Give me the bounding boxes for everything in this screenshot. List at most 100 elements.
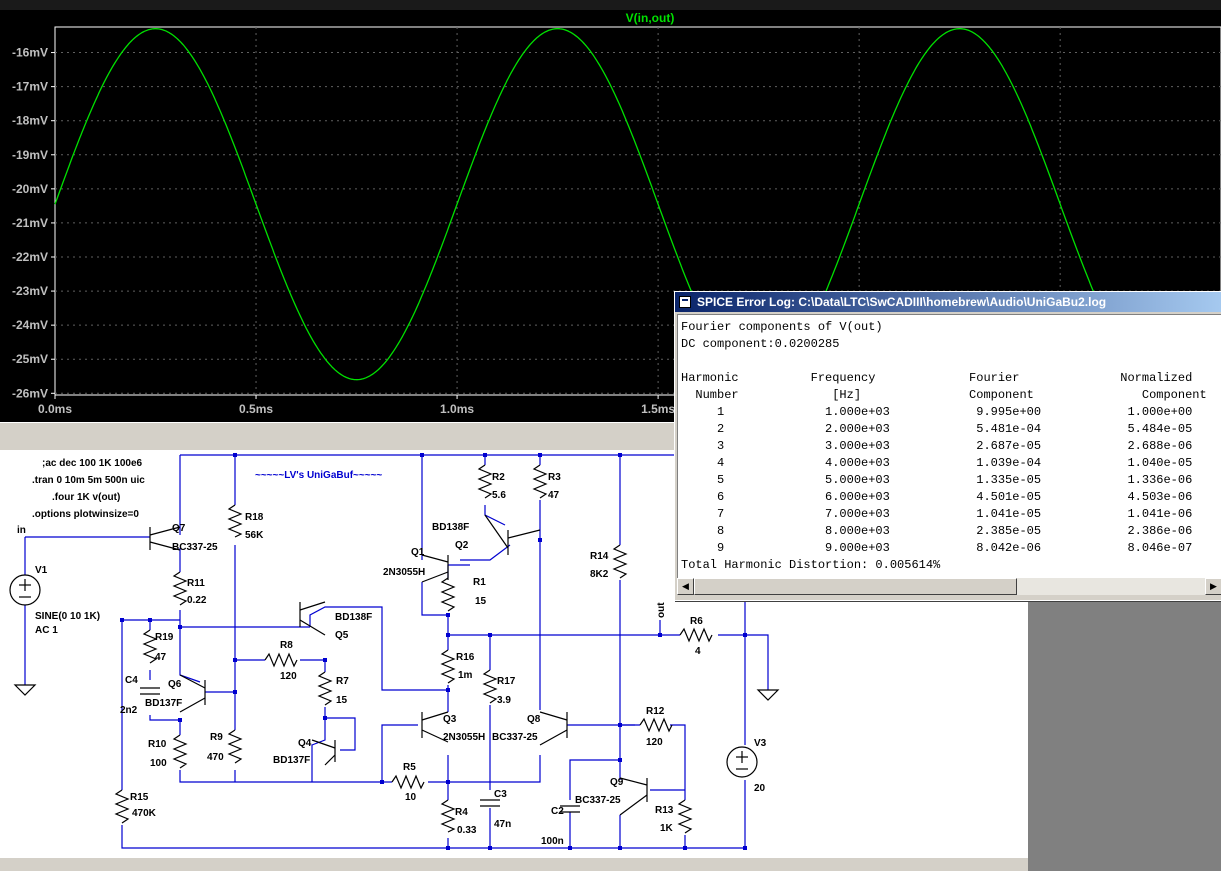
label-Q8-type: BC337-25 bbox=[492, 732, 538, 743]
log-window-icon bbox=[679, 296, 691, 308]
label-R12-value: 120 bbox=[646, 737, 663, 748]
x-tick-label: 0.0ms bbox=[38, 402, 72, 416]
label-R14: R14 bbox=[590, 551, 609, 562]
label-R11-value: 0.22 bbox=[187, 595, 207, 606]
label-Q8: Q8 bbox=[527, 714, 541, 725]
label-V3: V3 bbox=[754, 738, 767, 749]
label-R9-value: 470 bbox=[207, 752, 224, 763]
label-V1: V1 bbox=[35, 565, 48, 576]
label-C3: C3 bbox=[494, 789, 507, 800]
label-Q6-type: BD137F bbox=[145, 698, 182, 709]
label-R17: R17 bbox=[497, 676, 516, 687]
log-text: Fourier components of V(out) DC componen… bbox=[678, 315, 1221, 574]
log-column-headers-line1: Harmonic Frequency Fourier Normalized bbox=[681, 371, 1193, 385]
label-Q5-type: BD138F bbox=[335, 612, 372, 623]
label-C4-value: 2n2 bbox=[120, 705, 138, 716]
label-Q9: Q9 bbox=[610, 777, 624, 788]
waveform-pane[interactable]: V(in,out) -16mV-17mV-18mV-19mV-20mV-21mV… bbox=[0, 0, 1221, 422]
scroll-thumb[interactable] bbox=[694, 578, 1017, 595]
label-V1-ac: AC 1 bbox=[35, 625, 58, 636]
label-Q7-type: BC337-25 bbox=[172, 542, 218, 553]
log-dc-line: DC component:0.0200285 bbox=[681, 337, 840, 351]
label-R11: R11 bbox=[187, 578, 205, 589]
x-tick-label: 1.0ms bbox=[440, 402, 474, 416]
directive-ac: ;ac dec 100 1K 100e6 bbox=[42, 458, 143, 469]
label-R5: R5 bbox=[403, 762, 416, 773]
label-R8-value: 120 bbox=[280, 671, 297, 682]
label-out: out bbox=[656, 602, 667, 618]
label-Q1: Q1 bbox=[411, 547, 425, 558]
x-tick-label: 0.5ms bbox=[239, 402, 273, 416]
label-R3: R3 bbox=[548, 472, 561, 483]
y-tick-label: -21mV bbox=[12, 216, 48, 230]
label-in: in bbox=[17, 525, 26, 536]
log-header-line: Fourier components of V(out) bbox=[681, 320, 883, 334]
log-titlebar[interactable]: SPICE Error Log: C:\Data\LTC\SwCADIII\ho… bbox=[675, 292, 1221, 312]
label-Q3: Q3 bbox=[443, 714, 457, 725]
log-text-area[interactable]: Fourier components of V(out) DC componen… bbox=[677, 314, 1221, 580]
label-Q5: Q5 bbox=[335, 630, 349, 641]
y-tick-label: -25mV bbox=[12, 352, 48, 366]
x-tick-label: 1.5ms bbox=[641, 402, 675, 416]
label-R16: R16 bbox=[456, 652, 475, 663]
label-R15-value: 470K bbox=[132, 808, 157, 819]
scroll-right-icon[interactable]: ▶ bbox=[1205, 578, 1221, 595]
waveform-top-strip bbox=[0, 0, 1221, 10]
label-R7-value: 15 bbox=[336, 695, 348, 706]
y-axis: -16mV-17mV-18mV-19mV-20mV-21mV-22mV-23mV… bbox=[12, 46, 55, 400]
y-tick-label: -24mV bbox=[12, 318, 48, 332]
trace-v-in-out bbox=[54, 28, 1221, 381]
label-C4: C4 bbox=[125, 675, 138, 686]
label-Q7: Q7 bbox=[172, 523, 186, 534]
schematic-canvas[interactable]: ;ac dec 100 1K 100e6 .tran 0 10m 5m 500n… bbox=[0, 450, 1028, 858]
status-strip bbox=[0, 858, 1028, 871]
label-R3-value: 47 bbox=[548, 490, 560, 501]
y-tick-label: -19mV bbox=[12, 148, 48, 162]
label-R4: R4 bbox=[455, 807, 468, 818]
label-R8: R8 bbox=[280, 640, 293, 651]
schematic-junctions bbox=[120, 453, 747, 850]
label-R1-value: 15 bbox=[475, 596, 487, 607]
plot-frame bbox=[54, 26, 1221, 396]
label-C2: C2 bbox=[551, 806, 564, 817]
label-Q2-type: BD138F bbox=[432, 522, 469, 533]
label-R9: R9 bbox=[210, 732, 223, 743]
directive-options: .options plotwinsize=0 bbox=[32, 509, 139, 520]
directive-tran: .tran 0 10m 5m 500n uic bbox=[32, 475, 145, 486]
trace-label[interactable]: V(in,out) bbox=[626, 11, 675, 25]
label-R15: R15 bbox=[130, 792, 149, 803]
label-V1-value: SINE(0 10 1K) bbox=[35, 611, 100, 622]
label-R18-value: 56K bbox=[245, 530, 264, 541]
label-Q1-type: 2N3055H bbox=[383, 567, 425, 578]
waveform-plot[interactable]: V(in,out) -16mV-17mV-18mV-19mV-20mV-21mV… bbox=[0, 0, 1221, 422]
y-tick-label: -22mV bbox=[12, 250, 48, 264]
label-C3-value: 47n bbox=[494, 819, 511, 830]
label-R18: R18 bbox=[245, 512, 264, 523]
y-tick-label: -18mV bbox=[12, 114, 48, 128]
spice-error-log-window[interactable]: SPICE Error Log: C:\Data\LTC\SwCADIII\ho… bbox=[674, 291, 1221, 601]
label-R10-value: 100 bbox=[150, 758, 167, 769]
label-Q4: Q4 bbox=[298, 738, 312, 749]
label-R17-value: 3.9 bbox=[497, 695, 511, 706]
log-horizontal-scrollbar[interactable]: ◀ ▶ bbox=[677, 578, 1221, 595]
log-harmonic-rows: 1 1.000e+03 9.995e+00 1.000e+00 2 2.000e… bbox=[717, 405, 1193, 555]
label-C2-value: 100n bbox=[541, 836, 564, 847]
schematic-labels: ;ac dec 100 1K 100e6 .tran 0 10m 5m 500n… bbox=[17, 458, 767, 847]
schematic-symbols bbox=[9, 464, 780, 834]
label-R6: R6 bbox=[690, 616, 703, 627]
label-Q3-type: 2N3055H bbox=[443, 732, 485, 743]
y-tick-label: -23mV bbox=[12, 284, 48, 298]
directive-four: .four 1K v(out) bbox=[52, 492, 120, 503]
y-tick-label: -26mV bbox=[12, 386, 48, 400]
label-R13: R13 bbox=[655, 805, 674, 816]
label-R5-value: 10 bbox=[405, 792, 417, 803]
y-tick-label: -20mV bbox=[12, 182, 48, 196]
scroll-left-icon[interactable]: ◀ bbox=[677, 578, 694, 595]
label-R1: R1 bbox=[473, 577, 486, 588]
log-window-title: SPICE Error Log: C:\Data\LTC\SwCADIII\ho… bbox=[697, 295, 1107, 309]
label-R16-value: 1m bbox=[458, 670, 473, 681]
y-tick-label: -16mV bbox=[12, 46, 48, 60]
label-R6-value: 4 bbox=[695, 646, 701, 657]
label-Q2: Q2 bbox=[455, 540, 469, 551]
label-R2: R2 bbox=[492, 472, 505, 483]
